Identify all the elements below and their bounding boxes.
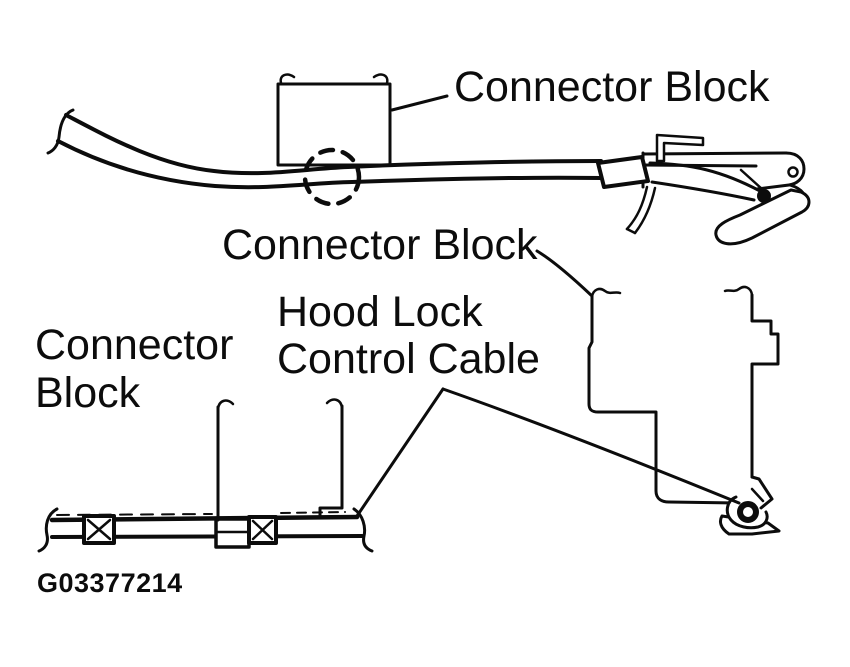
hood-latch-assembly — [596, 133, 811, 246]
leader-hood-lock-cable-right — [441, 387, 741, 505]
latch-plate — [755, 151, 806, 191]
break-mark — [372, 73, 389, 85]
leader-hood-lock-cable-left — [355, 387, 445, 518]
cable-end-ring — [737, 501, 759, 523]
highlight-dashed-circle — [302, 147, 362, 207]
connector-block-bracket-top — [276, 73, 392, 167]
latch-plate-hole — [787, 166, 799, 178]
label-hood-lock-line2: Control Cable — [277, 335, 540, 383]
break-mark — [216, 399, 235, 411]
break-mark — [723, 285, 754, 297]
label-connector-block-top: Connector Block — [454, 63, 770, 111]
hood-lock-striker-hook — [719, 475, 781, 536]
latch-pivot — [757, 189, 771, 203]
cable-cut-end-left — [37, 507, 59, 553]
connector-block-outline-right — [587, 285, 781, 536]
label-connector-block-left-line2: Block — [35, 369, 141, 417]
latch-lever — [648, 161, 762, 193]
hood-lock-control-cable-upper — [46, 108, 604, 190]
cable-ferrule — [596, 155, 650, 189]
break-mark — [279, 73, 296, 85]
connector-block-bracket-lower-left — [216, 398, 344, 522]
leader-lines — [355, 94, 741, 518]
latch-release-pin — [655, 133, 705, 163]
label-connector-block-middle: Connector Block — [222, 221, 538, 269]
cable-connector-box — [214, 517, 251, 549]
cable-grommet-left — [82, 514, 116, 545]
figure-id: G03377214 — [37, 568, 183, 598]
label-hood-lock-control-cable: Hood Lock Control Cable — [277, 289, 540, 383]
leader-middle-connector-block — [535, 249, 594, 298]
hood-lock-control-cable-lower — [37, 507, 374, 553]
leader-top-connector-block — [390, 94, 449, 112]
break-mark — [325, 398, 344, 410]
cable-grommet-right — [247, 515, 278, 545]
cable-cut-end-right — [352, 507, 374, 553]
label-connector-block-left: Connector Block — [35, 321, 233, 417]
label-connector-block-left-line1: Connector — [35, 321, 234, 369]
break-mark — [590, 287, 622, 299]
cable-cut-end-upper-left — [46, 108, 75, 155]
latch-hook-handle — [714, 188, 811, 246]
label-hood-lock-line1: Hood Lock — [277, 288, 483, 336]
